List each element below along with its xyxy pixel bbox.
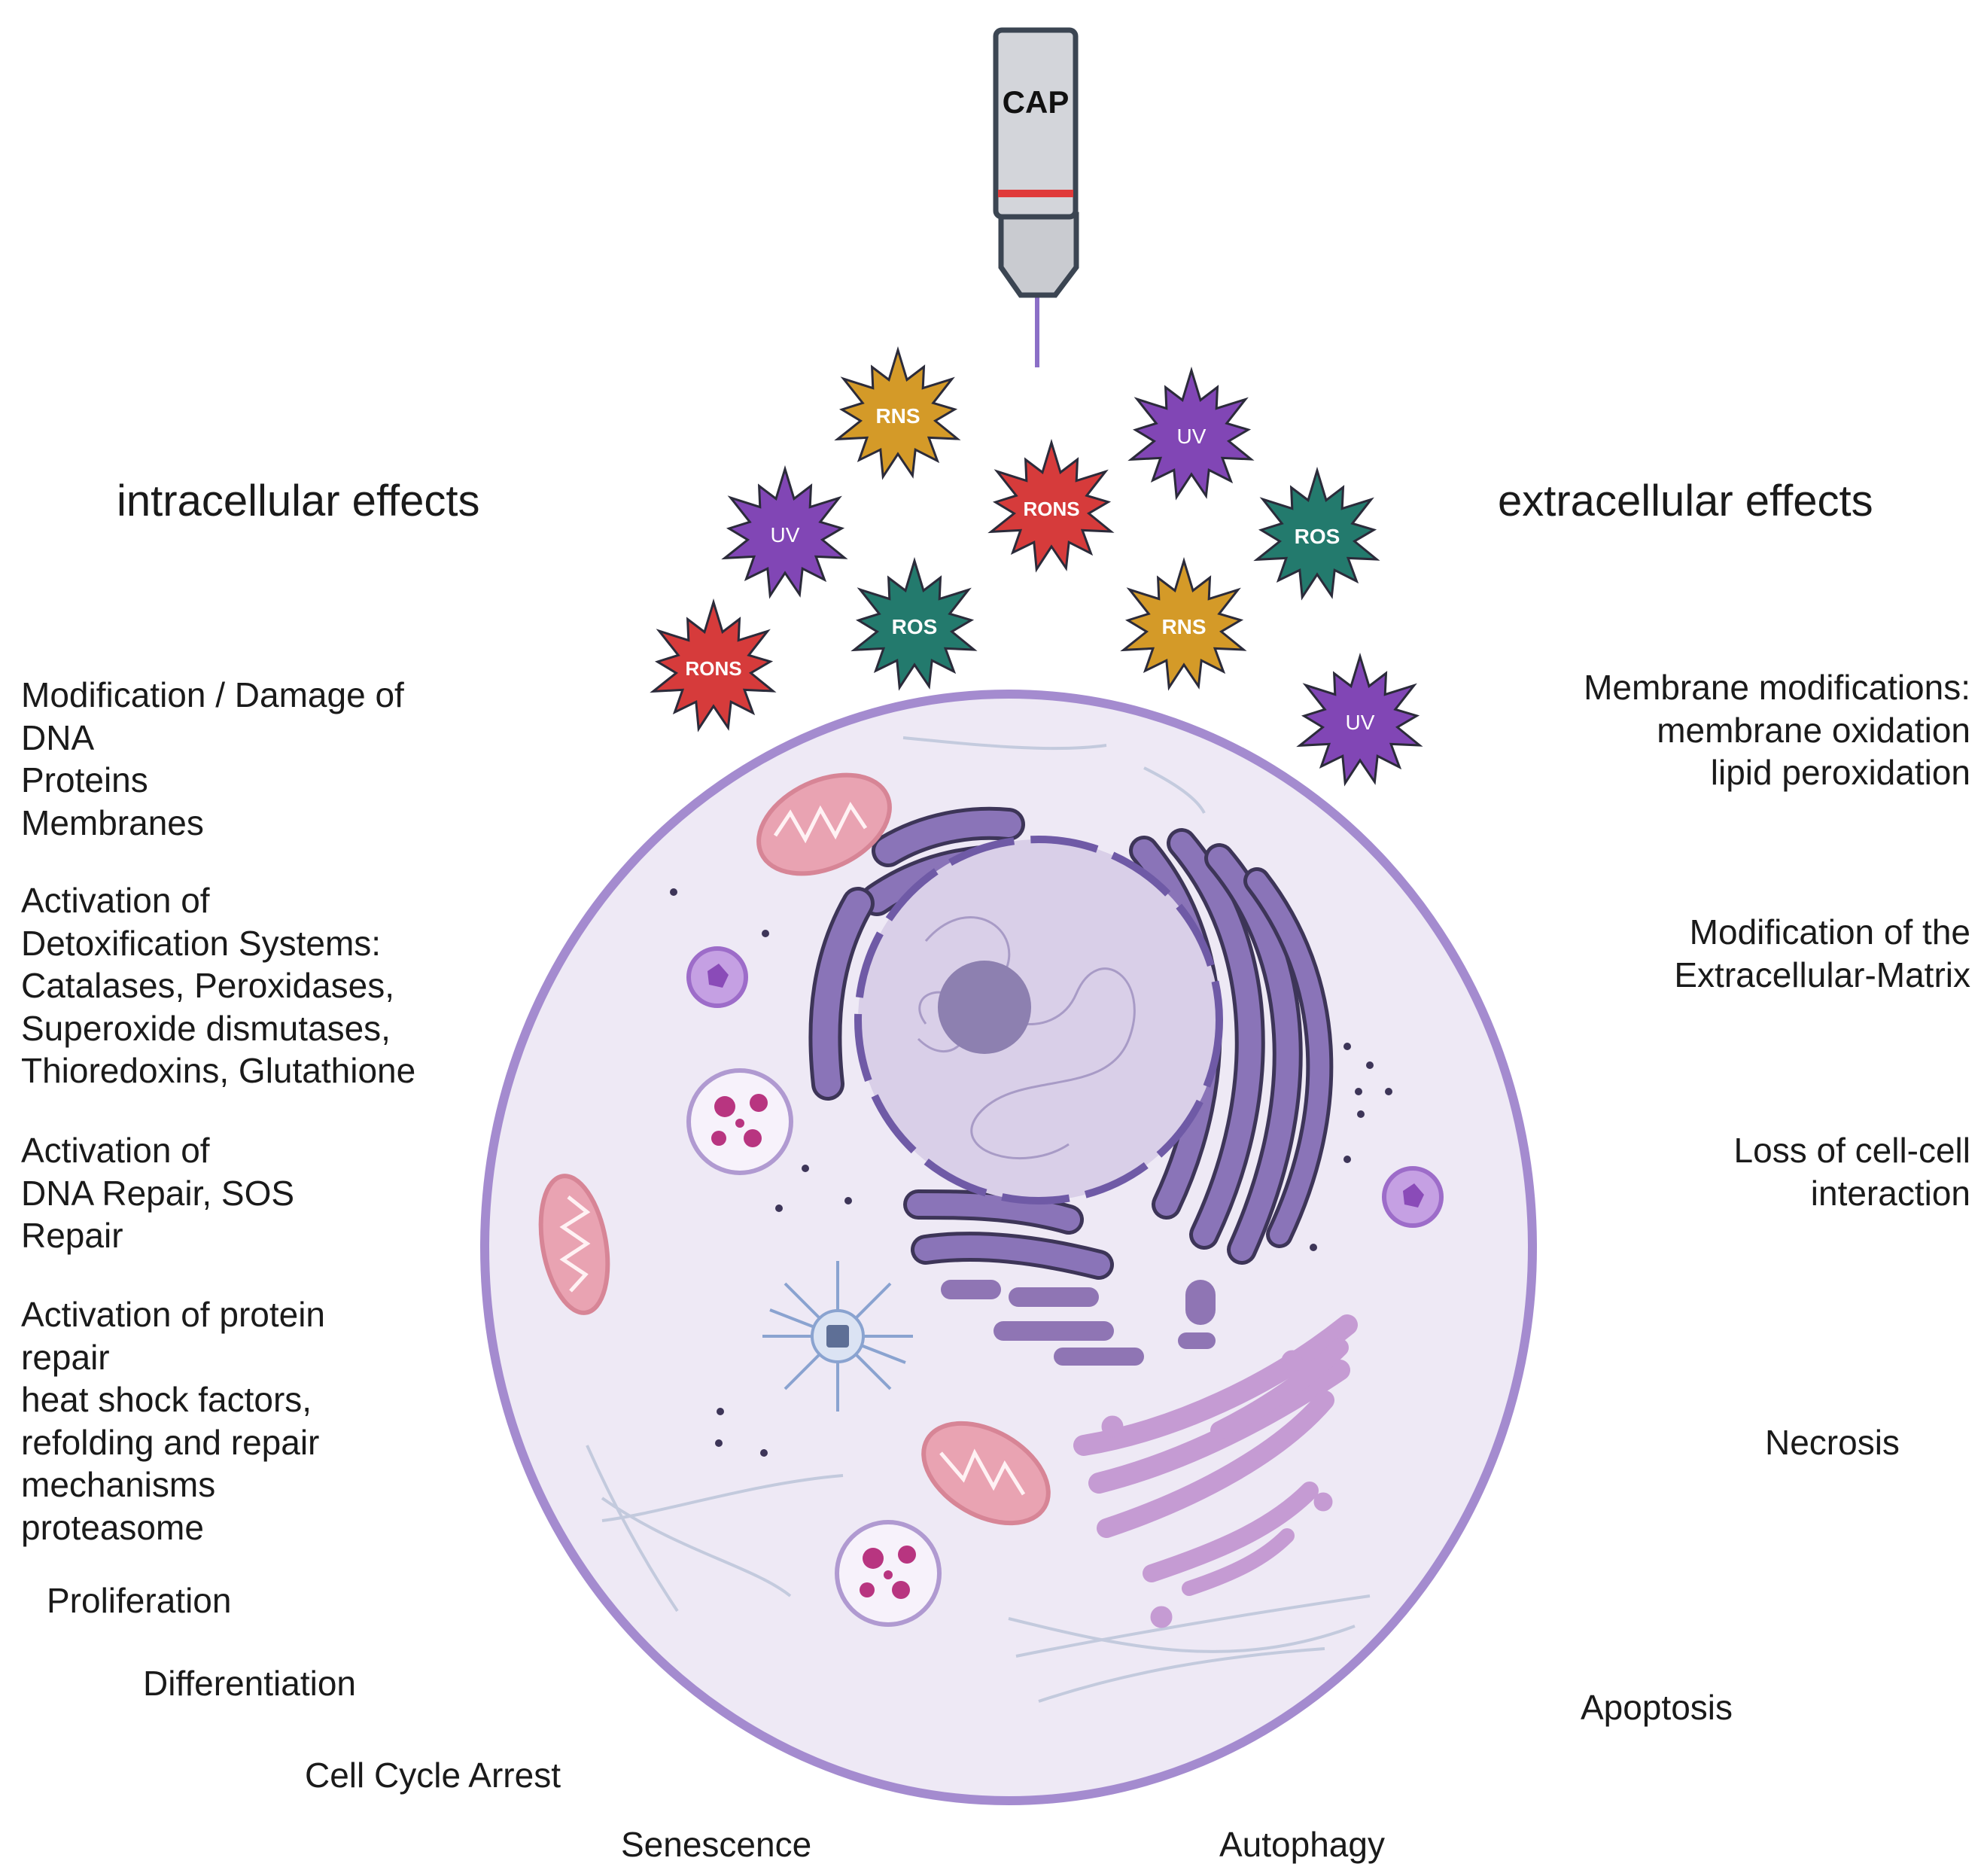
- rough-er-right: [1129, 828, 1334, 1265]
- mitochondria-cristae: [559, 802, 1026, 1496]
- outcome-senescence: Senescence: [621, 1825, 812, 1864]
- species-burst-rons: RONS: [987, 438, 1115, 573]
- burst-label: RNS: [1161, 615, 1206, 638]
- intracellular-detox: Activation of Detoxification Systems: Ca…: [21, 881, 416, 1091]
- cap-device: CAP: [993, 27, 1079, 367]
- burst-label: ROS: [892, 615, 938, 638]
- species-burst-rns: RNS: [834, 346, 961, 480]
- species-burst-ros: ROS: [851, 556, 978, 691]
- intracellular-damage: Modification / Damage of DNA Proteins Me…: [21, 675, 404, 842]
- outcome-apoptosis: Apoptosis: [1581, 1688, 1733, 1727]
- outcome-proliferation: Proliferation: [47, 1581, 232, 1620]
- burst-shape: [1120, 556, 1247, 691]
- species-burst-uv: UV: [1127, 366, 1255, 501]
- reactive-species: RNS UV RONS ROS UV ROS RNS RONS UV: [650, 346, 1423, 787]
- burst-shape: [851, 556, 978, 691]
- outcome-differentiation: Differentiation: [143, 1664, 356, 1703]
- intracellular-dna-repair: Activation of DNA Repair, SOS Repair: [21, 1131, 295, 1256]
- cell: [480, 690, 1537, 1805]
- intracellular-protein-repair: Activation of protein repair heat shock …: [21, 1295, 326, 1547]
- species-burst-rons: RONS: [650, 598, 777, 732]
- burst-shape: [987, 438, 1115, 573]
- outcome-cell-cycle-arrest: Cell Cycle Arrest: [305, 1756, 561, 1795]
- free-ribosomes: [670, 888, 1392, 1457]
- burst-shape: [834, 346, 961, 480]
- burst-shape: [650, 598, 777, 732]
- burst-shape: [1127, 366, 1255, 501]
- burst-label: RONS: [685, 657, 741, 680]
- species-burst-ros: ROS: [1253, 466, 1380, 601]
- lysosomes: [686, 946, 1444, 1228]
- extracellular-necrosis: Necrosis: [1765, 1423, 1900, 1462]
- nucleolus: [938, 961, 1031, 1054]
- extracellular-heading: extracellular effects: [1498, 477, 1873, 525]
- cytoskeleton: [586, 736, 1371, 1703]
- vesicles: [686, 1068, 942, 1627]
- intracellular-heading: intracellular effects: [117, 477, 480, 525]
- species-burst-uv: UV: [1296, 652, 1423, 787]
- burst-label: RONS: [1023, 498, 1079, 520]
- extracellular-cell-contact: Loss of cell-cell interaction: [1733, 1131, 1970, 1213]
- species-burst-rns: RNS: [1120, 556, 1247, 691]
- extracellular-matrix: Modification of the Extracellular-Matrix: [1674, 912, 1970, 994]
- burst-label: RNS: [875, 404, 920, 428]
- golgi-apparatus: [1073, 1314, 1358, 1628]
- burst-label: UV: [771, 523, 800, 547]
- burst-label: UV: [1346, 711, 1375, 734]
- burst-label: UV: [1177, 425, 1207, 448]
- burst-shape: [1253, 466, 1380, 601]
- cap-label: CAP: [1003, 84, 1070, 120]
- burst-shape: [721, 464, 848, 599]
- smooth-er: [941, 1280, 1216, 1366]
- centrosome: [762, 1261, 913, 1412]
- species-burst-uv: UV: [721, 464, 848, 599]
- outcome-autophagy: Autophagy: [1219, 1825, 1385, 1864]
- burst-label: ROS: [1295, 525, 1340, 548]
- nucleus: [854, 836, 1223, 1204]
- burst-shape: [1296, 652, 1423, 787]
- extracellular-membrane: Membrane modifications: membrane oxidati…: [1584, 668, 1970, 793]
- mitochondria: [538, 772, 1051, 1526]
